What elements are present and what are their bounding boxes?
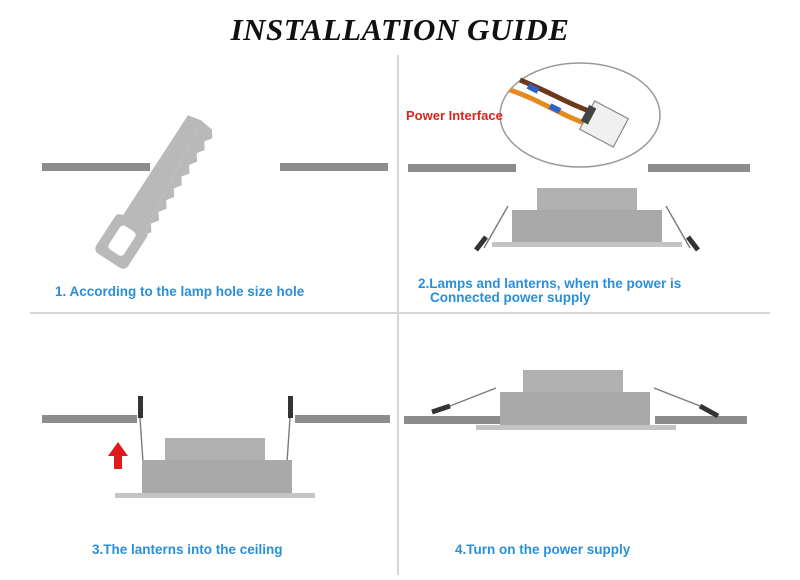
ceiling-left [42, 163, 150, 171]
step4-caption: 4.Turn on the power supply [455, 542, 631, 557]
ceiling-right [648, 164, 750, 172]
lamp-trim [492, 242, 682, 247]
step3-caption: 3.The lanterns into the ceiling [92, 542, 283, 557]
page-title: INSTALLATION GUIDE [230, 12, 570, 47]
step2-illustration: Power Interface [406, 62, 750, 252]
lamp-body [142, 460, 292, 493]
lamp-body [500, 392, 650, 425]
wire-callout: Power Interface [406, 62, 661, 168]
step1-caption: 1. According to the lamp hole size hole [55, 284, 305, 299]
wire-connector-icon [578, 100, 630, 148]
spring-clip-icon [474, 205, 509, 252]
lamp-body [512, 210, 662, 242]
lamp-trim [476, 425, 676, 430]
step4-illustration [404, 370, 747, 430]
lamp-top [523, 370, 623, 392]
lamp-top [165, 438, 265, 460]
spring-clip-icon [665, 205, 700, 252]
power-interface-label: Power Interface [406, 108, 503, 123]
spring-clip-icon [286, 396, 293, 463]
saw-icon [95, 115, 213, 269]
vertical-divider [397, 55, 399, 575]
ceiling-right [295, 415, 390, 423]
step3-illustration [42, 396, 390, 498]
ceiling-right [280, 163, 388, 171]
lamp-trim [115, 493, 315, 498]
spring-clip-icon [431, 387, 497, 415]
ceiling-left [404, 416, 500, 424]
ceiling-left [408, 164, 516, 172]
spring-clip-icon [138, 396, 144, 463]
lamp-top [537, 188, 637, 210]
spring-clip-icon [653, 387, 720, 419]
ceiling-right [655, 416, 747, 424]
ceiling-left [42, 415, 137, 423]
step1-illustration [42, 115, 388, 269]
horizontal-divider [30, 312, 770, 314]
step2-caption-line2: Connected power supply [430, 290, 591, 305]
up-arrow-icon [108, 442, 128, 469]
step2-caption-line1: 2.Lamps and lanterns, when the power is [418, 276, 682, 291]
